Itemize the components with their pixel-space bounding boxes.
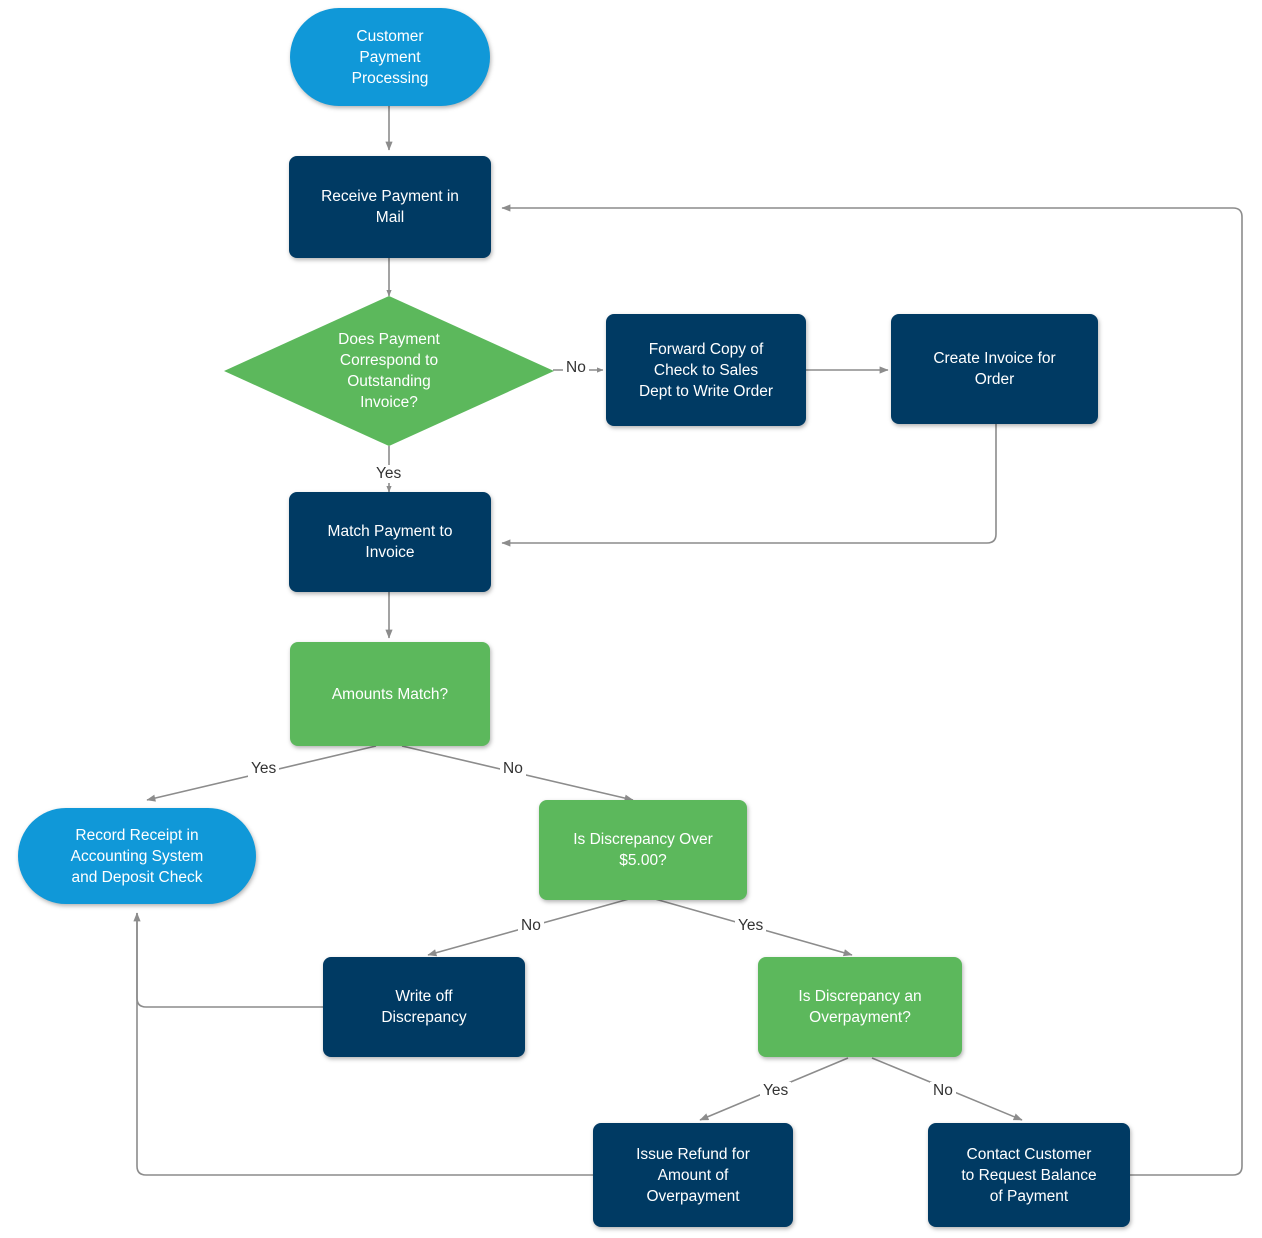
node-label: Record Receipt in Accounting System and … [70, 826, 204, 886]
edge-label-yes-correspond: Yes [373, 465, 405, 483]
node-label: Issue Refund for Amount of Overpayment [636, 1145, 750, 1205]
edge-label-yes-overpay: Yes [760, 1082, 792, 1100]
edge-label-yes-amounts: Yes [248, 760, 280, 778]
edge-label-text: No [503, 760, 523, 777]
node-label: Contact Customer to Request Balance of P… [961, 1145, 1097, 1205]
node-label: Is Discrepancy Over $5.00? [573, 831, 713, 869]
edge-label-no-over5: No [518, 917, 544, 935]
edge-label-text: No [566, 359, 586, 376]
node-record-receipt-and-deposit[interactable]: Record Receipt in Accounting System and … [18, 808, 256, 904]
node-label: Amounts Match? [331, 685, 449, 703]
edge-contact-receive [501, 204, 1243, 1176]
node-match-payment-to-invoice[interactable]: Match Payment to Invoice [289, 492, 491, 592]
node-label: Match Payment to Invoice [327, 523, 453, 561]
node-decision-discrepancy-overpayment[interactable]: Is Discrepancy an Overpayment? [758, 957, 962, 1057]
edge-label-text: Yes [738, 917, 764, 934]
node-label: Does Payment Correspond to Outstanding I… [338, 331, 440, 411]
node-decision-discrepancy-over-5[interactable]: Is Discrepancy Over $5.00? [539, 800, 747, 900]
edge-label-yes-over5: Yes [735, 917, 767, 935]
edge-label-text: Yes [376, 465, 402, 482]
edge-createinv-match [501, 422, 997, 547]
node-create-invoice-for-order[interactable]: Create Invoice for Order [891, 314, 1098, 424]
edge-label-text: Yes [763, 1082, 789, 1099]
node-receive-payment-in-mail[interactable]: Receive Payment in Mail [289, 156, 491, 258]
edge-label-no-overpay: No [930, 1082, 956, 1100]
node-label: Receive Payment in Mail [321, 188, 459, 226]
node-forward-copy-of-check[interactable]: Forward Copy of Check to Sales Dept to W… [606, 314, 806, 426]
node-write-off-discrepancy[interactable]: Write off Discrepancy [323, 957, 525, 1057]
node-decision-does-payment-correspond[interactable]: Does Payment Correspond to Outstanding I… [224, 296, 554, 446]
node-decision-amounts-match[interactable]: Amounts Match? [290, 642, 490, 746]
node-start-customer-payment-processing[interactable]: Customer Payment Processing [290, 8, 490, 106]
edge-writeoff-record [133, 912, 324, 1008]
edge-label-no-amounts: No [500, 760, 526, 778]
edge-label-text: No [933, 1082, 953, 1099]
edge-label-no-correspond: No [563, 359, 589, 377]
node-label: Write off Discrepancy [381, 988, 467, 1026]
node-issue-refund-for-overpayment[interactable]: Issue Refund for Amount of Overpayment [593, 1123, 793, 1227]
edge-refund-record [136, 913, 593, 1176]
edge-label-text: No [521, 917, 541, 934]
node-contact-customer-request-balance[interactable]: Contact Customer to Request Balance of P… [928, 1123, 1130, 1227]
node-label: Create Invoice for Order [933, 350, 1056, 388]
node-label: Customer Payment Processing [351, 27, 429, 87]
edge-label-text: Yes [251, 760, 277, 777]
node-label: Is Discrepancy an Overpayment? [798, 988, 922, 1026]
node-label: Forward Copy of Check to Sales Dept to W… [638, 340, 774, 400]
